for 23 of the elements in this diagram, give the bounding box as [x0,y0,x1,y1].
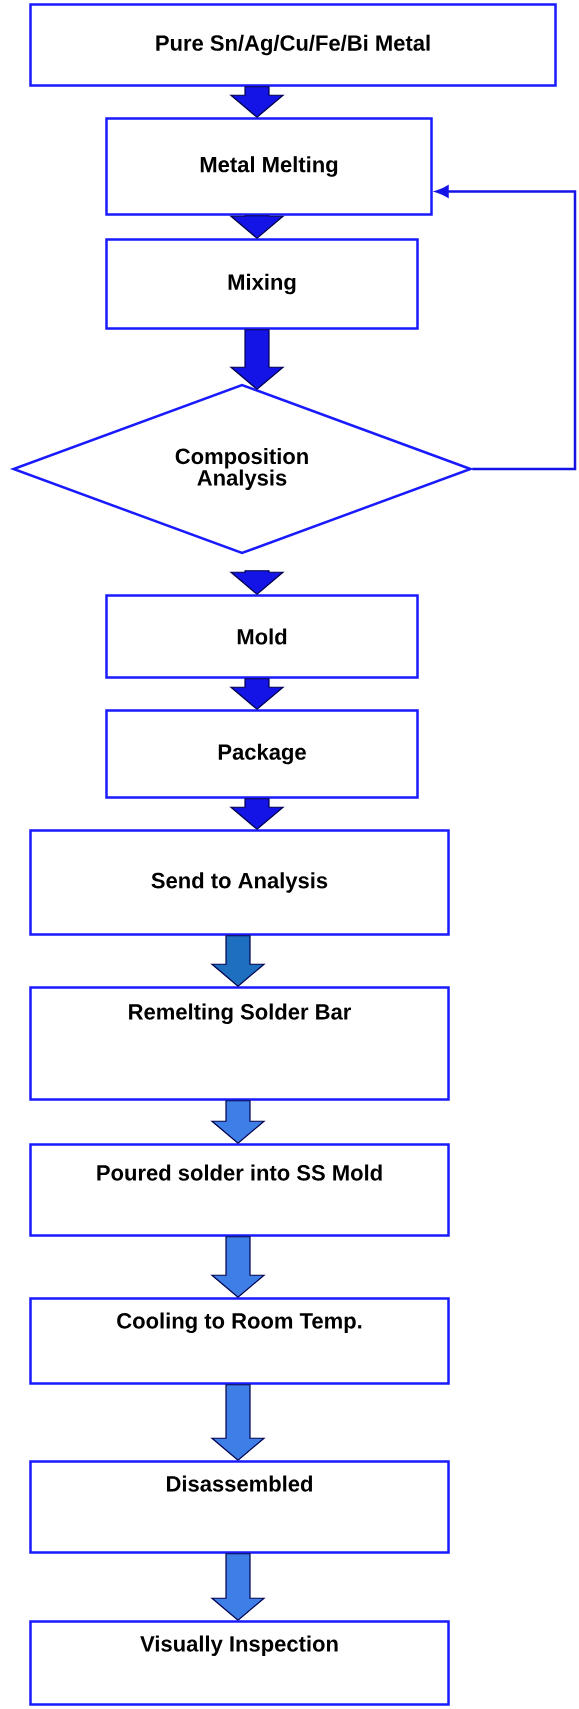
process-box: Visually Inspection [29,1620,450,1706]
block-arrow [210,1100,266,1145]
process-box: Package [105,709,419,799]
process-box: Disassembled [29,1460,450,1554]
process-box: Send to Analysis [29,829,450,936]
block-arrow [229,678,285,711]
process-box: Mixing [105,238,419,330]
block-arrow [210,1384,266,1462]
block-arrow [229,86,285,119]
block-arrow [229,798,285,831]
block-arrow [229,570,285,596]
block-arrow [229,329,285,391]
block-arrow [210,935,266,988]
block-arrow [210,1553,266,1622]
process-box: Mold [105,594,419,679]
process-box: Remelting Solder Bar [29,986,450,1101]
feedback-arrow [435,185,577,471]
process-box: Pure Sn/Ag/Cu/Fe/Bi Metal [29,3,557,87]
process-box: Cooling to Room Temp. [29,1297,450,1385]
process-box: Poured solder into SS Mold [29,1143,450,1237]
block-arrow [229,215,285,240]
process-box: Metal Melting [105,117,433,216]
block-arrow [210,1236,266,1299]
